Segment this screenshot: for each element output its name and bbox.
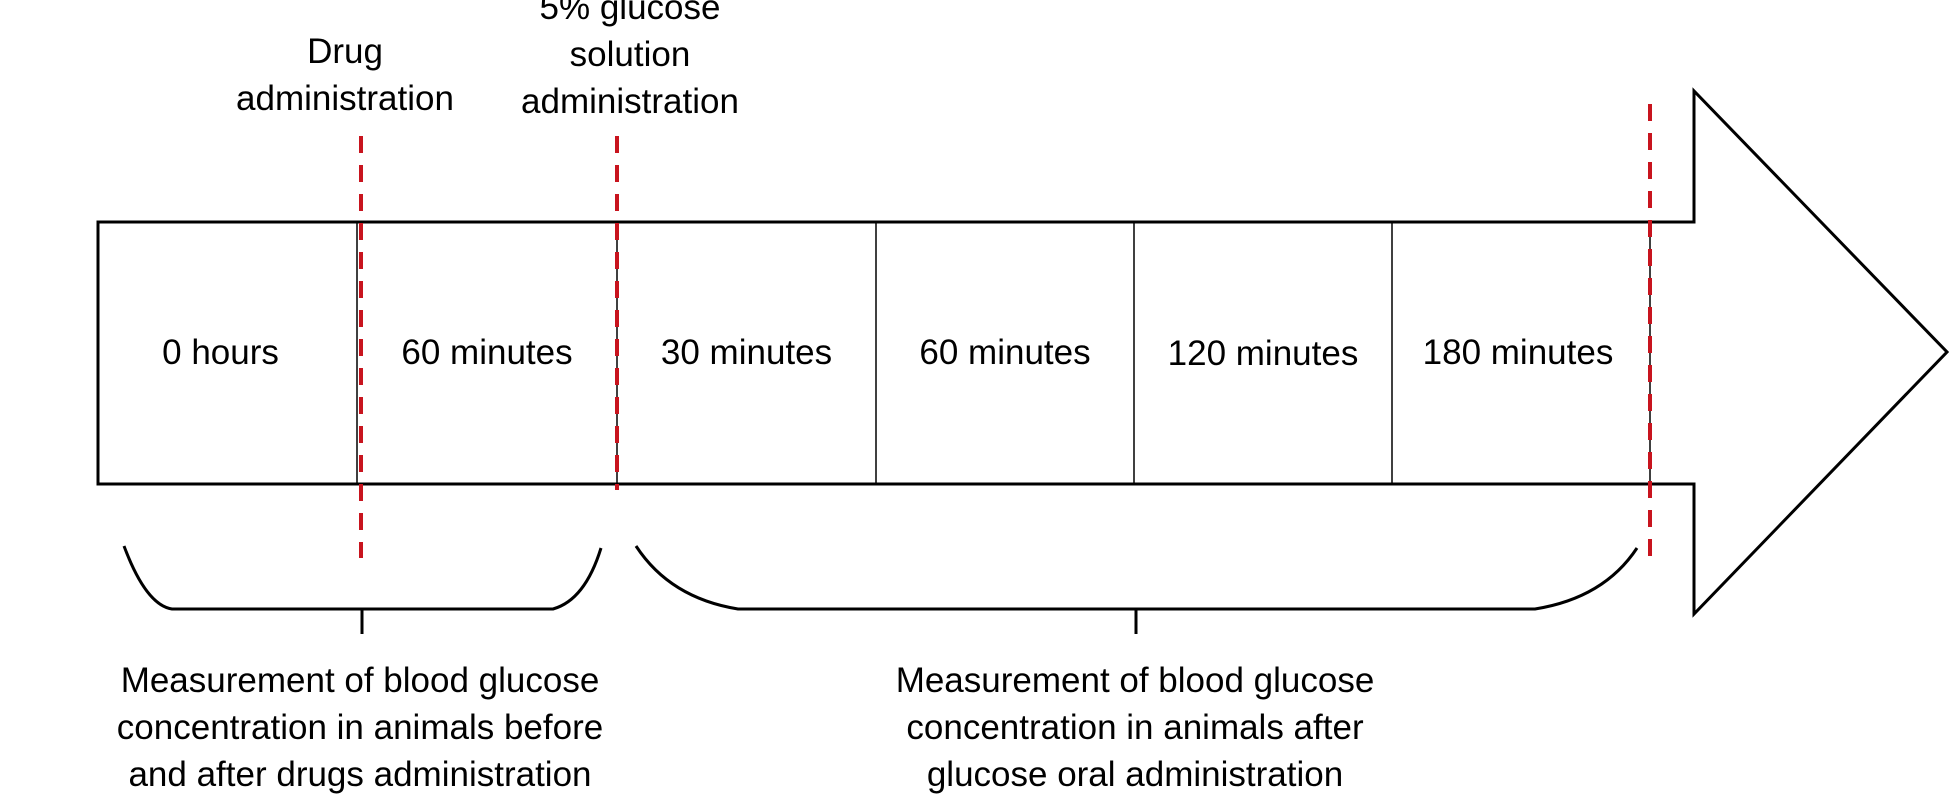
drug-administration-label: Drug administration	[236, 32, 454, 118]
after-measurement-caption: Measurement of blood glucose concentrati…	[895, 661, 1375, 794]
before-measurement-caption: Measurement of blood glucose concentrati…	[116, 661, 604, 794]
glucose-administration-label: 5% glucose solution administration	[521, 0, 739, 121]
segment-label-60min-pre: 60 minutes	[401, 333, 573, 372]
segment-label-120min: 120 minutes	[1167, 334, 1359, 373]
segment-label-180min: 180 minutes	[1422, 333, 1614, 372]
segment-label-60min: 60 minutes	[919, 333, 1091, 372]
segment-label-30min: 30 minutes	[660, 333, 833, 372]
timeline-arrow	[96, 87, 1949, 618]
bracket-after	[634, 545, 1639, 611]
segment-label-0h: 0 hours	[162, 333, 279, 372]
